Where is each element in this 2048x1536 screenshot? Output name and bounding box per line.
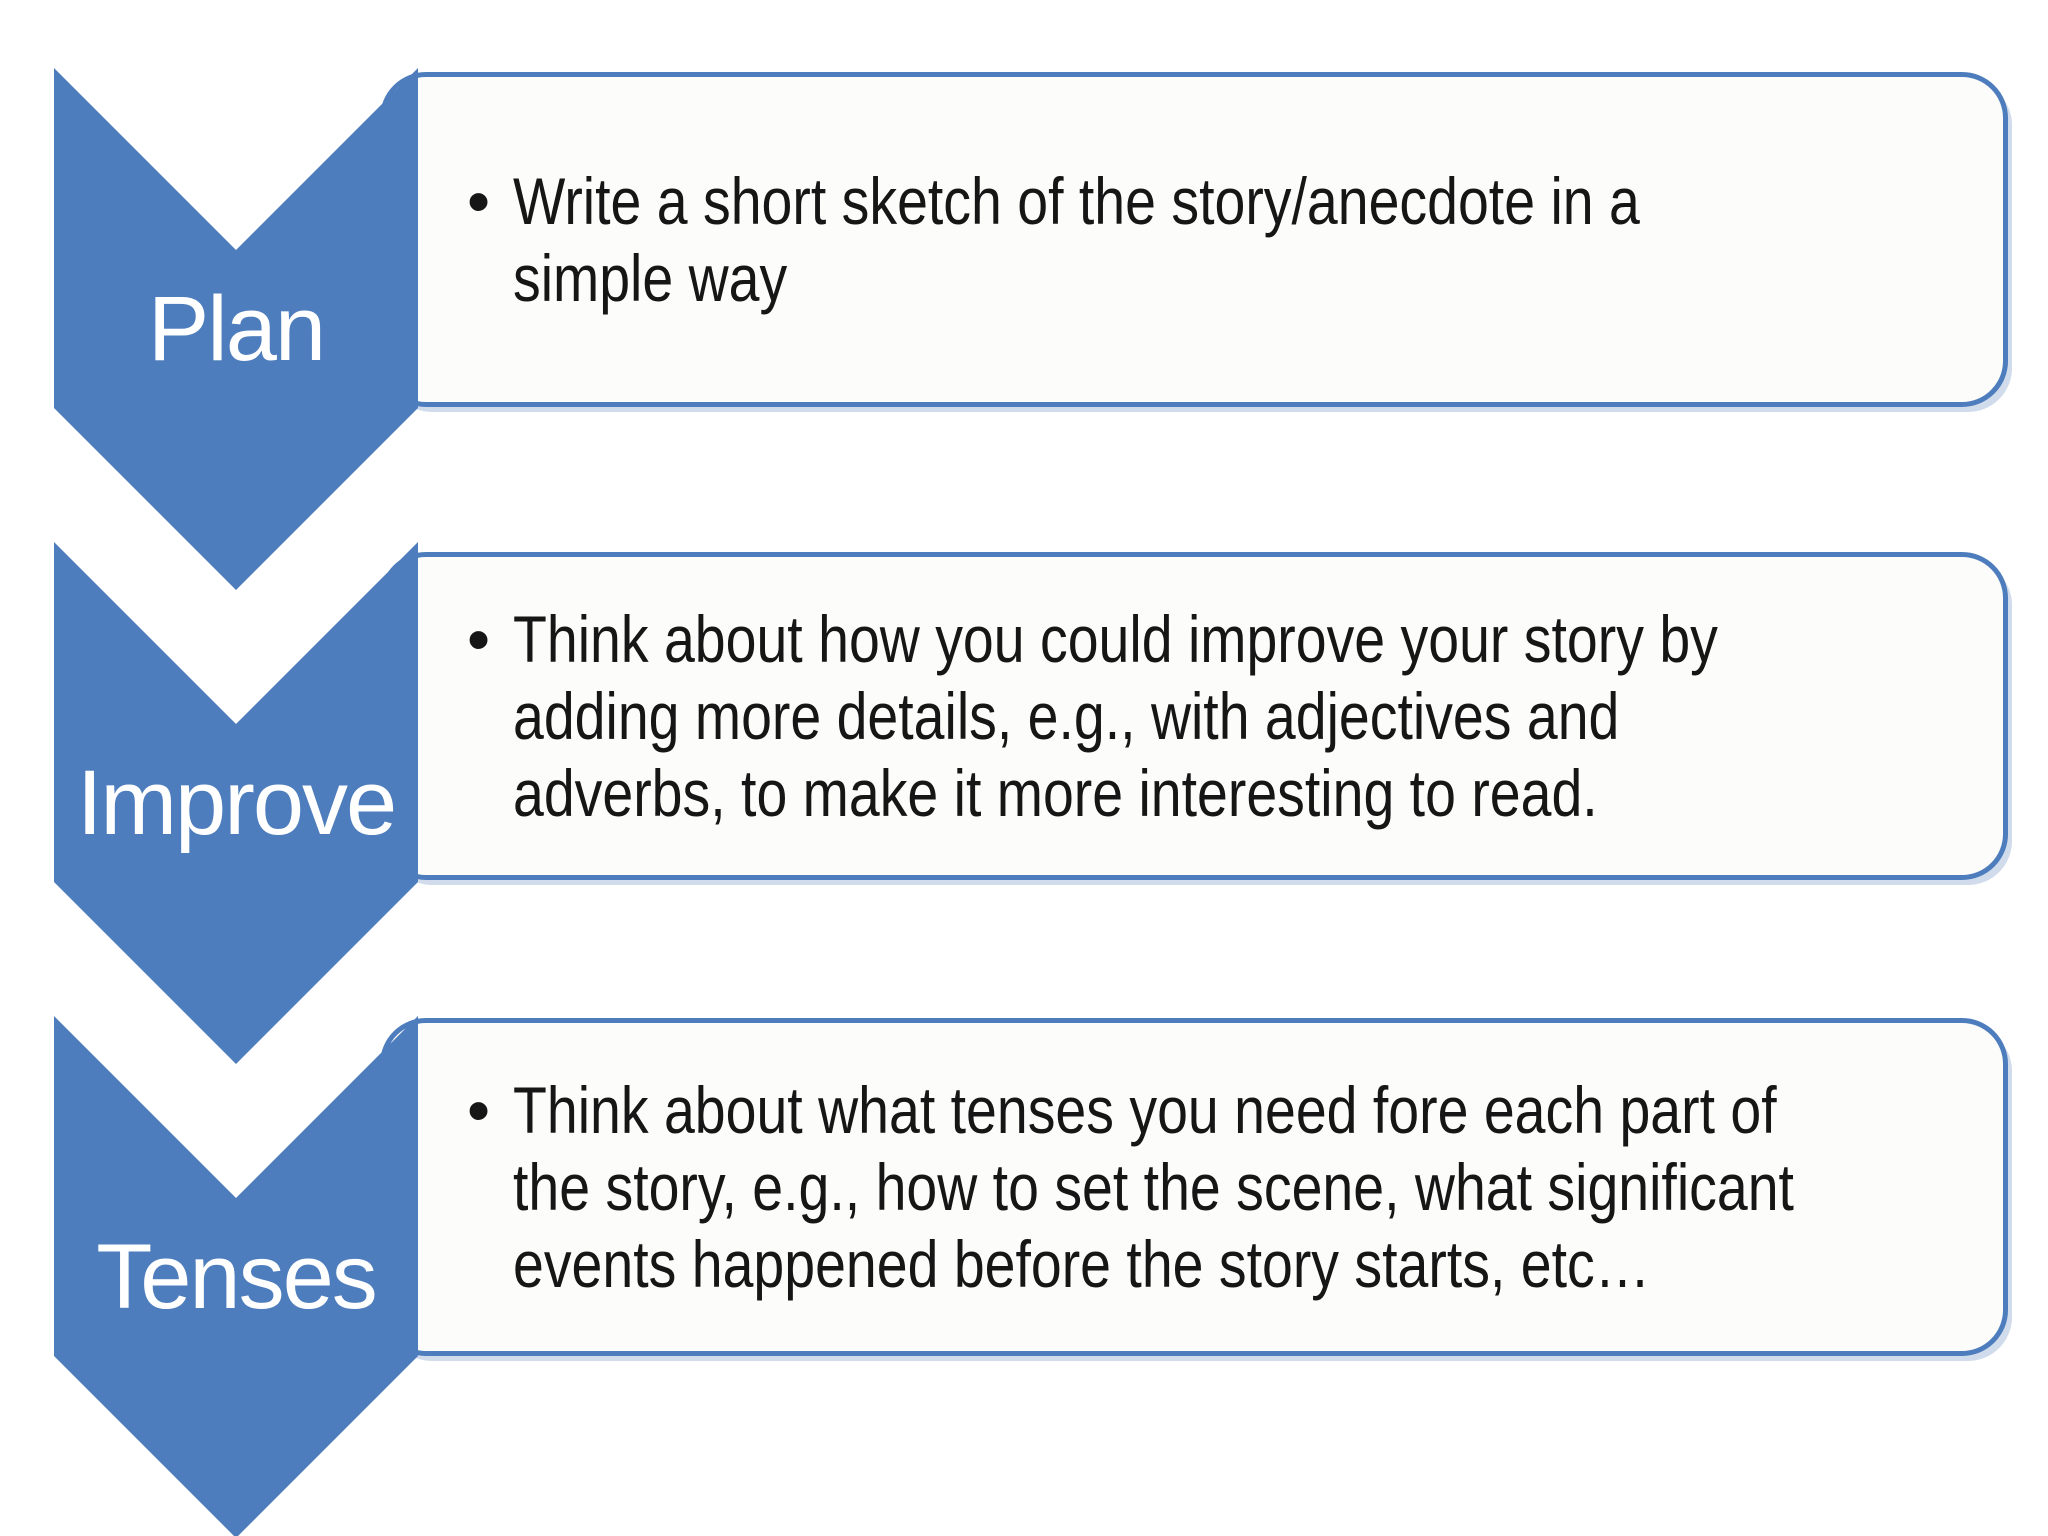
chevron-down-shape-plan: Plan <box>54 68 418 590</box>
bullet-text-line: simple way <box>513 240 788 315</box>
bullet-text-line: the story, e.g., how to set the scene, w… <box>513 1149 1794 1224</box>
bullet-text-line: events happened before the story starts,… <box>513 1226 1651 1301</box>
bullet-icon: • <box>467 601 491 676</box>
bullet-icon: • <box>467 1072 491 1147</box>
step-label-tenses: Tenses <box>96 1225 378 1328</box>
bullet-text: Think about what tenses you need fore ea… <box>513 1072 1794 1303</box>
bullet-item: • Think about how you could improve your… <box>467 601 1983 832</box>
detail-box-improve-content: • Think about how you could improve your… <box>385 557 2003 875</box>
step-label-plan: Plan <box>147 277 326 380</box>
bullet-text-line: Think about how you could improve your s… <box>513 601 1718 676</box>
bullet-text-line: Write a short sketch of the story/anecdo… <box>513 163 1640 238</box>
bullet-item: • Think about what tenses you need fore … <box>467 1072 1983 1303</box>
bullet-text: Think about how you could improve your s… <box>513 601 1718 832</box>
chevron-down-shape-tenses: Tenses <box>54 1016 418 1536</box>
detail-box-plan-content: • Write a short sketch of the story/anec… <box>385 77 2003 402</box>
bullet-text: Write a short sketch of the story/anecdo… <box>513 163 1640 317</box>
bullet-text-line: Think about what tenses you need fore ea… <box>513 1072 1777 1147</box>
bullet-text-line: adverbs, to make it more interesting to … <box>513 755 1598 830</box>
bullet-icon: • <box>467 163 491 238</box>
bullet-item: • Write a short sketch of the story/anec… <box>467 163 1983 317</box>
detail-box-plan: • Write a short sketch of the story/anec… <box>380 72 2008 407</box>
bullet-text-line: adding more details, e.g., with adjectiv… <box>513 678 1620 753</box>
detail-box-improve: • Think about how you could improve your… <box>380 552 2008 880</box>
detail-box-tenses-content: • Think about what tenses you need fore … <box>385 1023 2003 1351</box>
chevron-down-shape-improve: Improve <box>54 542 418 1064</box>
detail-box-tenses: • Think about what tenses you need fore … <box>380 1018 2008 1356</box>
step-label-improve: Improve <box>76 751 397 854</box>
